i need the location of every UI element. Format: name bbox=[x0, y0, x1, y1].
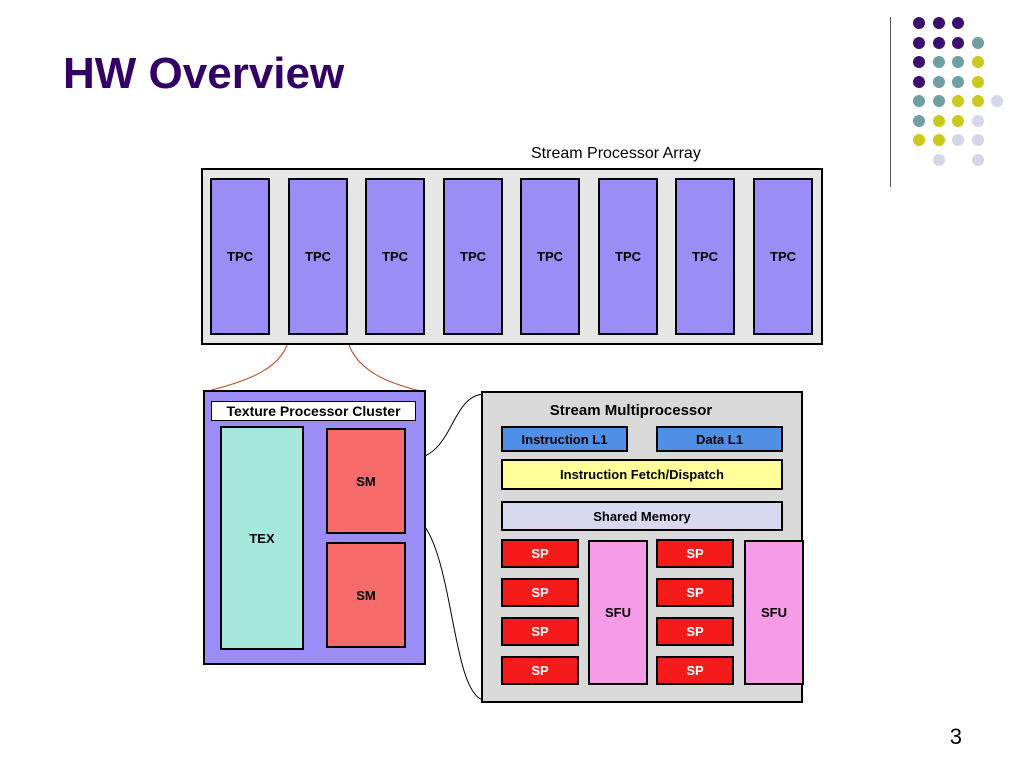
instruction-fetch-dispatch: Instruction Fetch/Dispatch bbox=[501, 459, 783, 490]
data-l1-cache: Data L1 bbox=[656, 426, 783, 452]
tpc-block: TPC bbox=[598, 178, 658, 335]
tpc-block: TPC bbox=[210, 178, 270, 335]
decorative-dot bbox=[913, 95, 925, 107]
decorative-dot bbox=[972, 134, 984, 146]
decorative-dot bbox=[933, 95, 945, 107]
decorative-dot bbox=[913, 37, 925, 49]
sp-block: SP bbox=[501, 539, 579, 568]
decorative-dot bbox=[913, 115, 925, 127]
tpc-zoom-left-curve bbox=[204, 333, 291, 393]
decorative-dot bbox=[972, 95, 984, 107]
sp-block: SP bbox=[501, 617, 579, 646]
sm-block: SM bbox=[326, 428, 406, 534]
sp-block: SP bbox=[501, 656, 579, 685]
stream-multiprocessor-title: Stream Multiprocessor bbox=[549, 402, 713, 419]
decorative-dot bbox=[952, 37, 964, 49]
decorative-dot bbox=[933, 76, 945, 88]
decorative-dot bbox=[972, 76, 984, 88]
decorative-dot bbox=[933, 115, 945, 127]
decorative-dot bbox=[991, 95, 1003, 107]
decorative-dot bbox=[952, 115, 964, 127]
decorative-dot bbox=[952, 76, 964, 88]
slide-title: HW Overview bbox=[63, 49, 345, 98]
decorative-dot bbox=[933, 134, 945, 146]
tpc-block: TPC bbox=[675, 178, 735, 335]
sm-block: SM bbox=[326, 542, 406, 648]
tpc-block: TPC bbox=[288, 178, 348, 335]
decorative-dot bbox=[952, 95, 964, 107]
tpc-block: TPC bbox=[753, 178, 813, 335]
decorative-dot bbox=[933, 37, 945, 49]
tpc-block: TPC bbox=[365, 178, 425, 335]
sfu-block: SFU bbox=[588, 540, 648, 685]
tpc-block: TPC bbox=[520, 178, 580, 335]
sp-block: SP bbox=[656, 539, 734, 568]
decorative-dot bbox=[933, 56, 945, 68]
tpc-block: TPC bbox=[443, 178, 503, 335]
decorative-dot bbox=[913, 17, 925, 29]
decorative-dot bbox=[913, 56, 925, 68]
decorative-dot bbox=[913, 76, 925, 88]
sp-block: SP bbox=[501, 578, 579, 607]
stream-processor-array-title: Stream Processor Array bbox=[531, 145, 701, 162]
decorative-dot bbox=[933, 154, 945, 166]
decorative-dot bbox=[933, 17, 945, 29]
sp-block: SP bbox=[656, 617, 734, 646]
decorative-dot bbox=[952, 17, 964, 29]
decorative-dot bbox=[972, 154, 984, 166]
decorative-dot bbox=[952, 134, 964, 146]
tpc-zoom-right-curve bbox=[345, 333, 425, 393]
tex-block: TEX bbox=[220, 426, 304, 650]
shared-memory: Shared Memory bbox=[501, 501, 783, 531]
decorative-dot bbox=[952, 56, 964, 68]
instruction-l1-cache: Instruction L1 bbox=[501, 426, 628, 452]
sfu-block: SFU bbox=[744, 540, 804, 685]
decorative-dot bbox=[913, 134, 925, 146]
page-number: 3 bbox=[949, 724, 962, 749]
texture-processor-cluster-title: Texture Processor Cluster bbox=[211, 401, 416, 421]
sp-block: SP bbox=[656, 578, 734, 607]
sp-block: SP bbox=[656, 656, 734, 685]
decorative-dot bbox=[972, 115, 984, 127]
title-divider-line bbox=[890, 17, 891, 187]
decorative-dot bbox=[972, 37, 984, 49]
decorative-dot bbox=[972, 56, 984, 68]
